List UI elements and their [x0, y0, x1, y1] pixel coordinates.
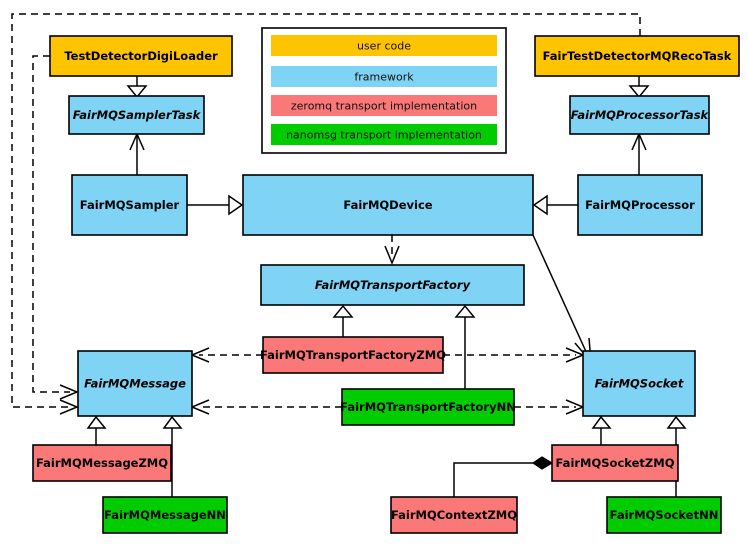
legend-label-user-code: user code: [357, 40, 411, 53]
class-node-FairMQSocketZMQ[interactable]: FairMQSocketZMQ: [551, 444, 679, 482]
class-node-TestDetectorDigiLoader[interactable]: TestDetectorDigiLoader: [49, 35, 233, 77]
class-box-FairMQProcessorTask[interactable]: [569, 95, 710, 135]
legend-swatch-nanomsg: [271, 124, 497, 145]
class-node-FairMQTransportFactory[interactable]: FairMQTransportFactory: [260, 264, 525, 306]
edge-transportfactoryzmq-depends-socket: [443, 347, 585, 363]
class-box-FairMQMessageZMQ[interactable]: [32, 444, 172, 482]
class-node-FairMQTransportFactoryZMQ[interactable]: FairMQTransportFactoryZMQ: [260, 336, 446, 374]
class-box-TestDetectorDigiLoader[interactable]: [49, 35, 233, 77]
class-node-FairMQProcessorTask[interactable]: FairMQProcessorTask: [569, 95, 710, 135]
edge-processor-generalizes-device: [532, 194, 578, 216]
edge-transportfactoryzmq-depends-message: [190, 347, 263, 363]
class-label-FairMQMessage: FairMQMessage: [84, 377, 186, 391]
class-box-FairMQMessage[interactable]: [77, 350, 193, 417]
legend-swatch-zeromq: [271, 95, 497, 116]
legend-item-user-code: user code: [271, 35, 497, 56]
class-label-FairMQMessageNN: FairMQMessageNN: [104, 508, 226, 522]
edge-socketzmq-generalizes-socket: [591, 415, 612, 445]
class-box-FairMQTransportFactory[interactable]: [260, 264, 525, 306]
edge-sampler-generalizes-device: [187, 194, 244, 216]
class-label-FairMQMessageZMQ: FairMQMessageZMQ: [36, 456, 168, 470]
class-label-FairMQProcessorTask: FairMQProcessorTask: [571, 108, 710, 122]
class-label-FairMQTransportFactoryZMQ: FairMQTransportFactoryZMQ: [260, 348, 446, 362]
edge-device-to-socket: [532, 234, 592, 365]
legend-label-zeromq: zeromq transport implementation: [291, 100, 477, 113]
class-label-FairMQTransportFactoryNN: FairMQTransportFactoryNN: [340, 400, 516, 414]
edge-sampler-to-samplertask: [129, 132, 145, 175]
class-node-FairMQSocket[interactable]: FairMQSocket: [582, 350, 696, 417]
class-node-FairMQTransportFactoryNN[interactable]: FairMQTransportFactoryNN: [340, 388, 516, 426]
class-box-FairMQTransportFactoryZMQ[interactable]: [262, 336, 444, 374]
legend-item-zeromq: zeromq transport implementation: [271, 95, 497, 116]
edge-transportfactorynn-generalizes-transportfactory: [454, 304, 476, 389]
class-node-FairMQSamplerTask[interactable]: FairMQSamplerTask: [68, 95, 205, 135]
edge-digiloader-generalizes-samplertask: [126, 76, 148, 99]
class-box-FairMQMessageNN[interactable]: [102, 496, 228, 534]
class-label-FairMQDevice: FairMQDevice: [343, 198, 432, 212]
legend-item-nanomsg: nanomsg transport implementation: [271, 124, 497, 145]
class-box-FairMQProcessor[interactable]: [577, 174, 703, 236]
class-box-FairMQSocketNN[interactable]: [606, 496, 722, 534]
legend-swatch-user-code: [271, 35, 497, 56]
class-node-FairTestDetectorMQRecoTask[interactable]: FairTestDetectorMQRecoTask: [534, 35, 740, 77]
class-node-FairMQSampler[interactable]: FairMQSampler: [71, 174, 188, 236]
class-label-FairMQSocketZMQ: FairMQSocketZMQ: [556, 456, 675, 470]
class-label-FairMQProcessor: FairMQProcessor: [585, 198, 695, 212]
edge-transportfactoryzmq-generalizes-transportfactory: [332, 304, 354, 337]
class-box-FairMQSamplerTask[interactable]: [68, 95, 205, 135]
class-box-FairMQContextZMQ[interactable]: [390, 496, 518, 534]
class-box-FairMQTransportFactoryNN[interactable]: [341, 388, 515, 426]
class-node-FairMQContextZMQ[interactable]: FairMQContextZMQ: [390, 496, 518, 534]
legend-label-framework: framework: [354, 71, 414, 84]
legend-label-nanomsg: nanomsg transport implementation: [286, 129, 482, 142]
class-label-FairMQSamplerTask: FairMQSamplerTask: [73, 108, 202, 122]
class-box-FairMQSocket[interactable]: [582, 350, 696, 417]
edge-contextzmq-composes-socketzmq: [453, 456, 554, 497]
class-label-FairMQContextZMQ: FairMQContextZMQ: [391, 508, 517, 522]
legend: user code framework zeromq transport imp…: [261, 27, 507, 154]
legend-item-framework: framework: [271, 66, 497, 87]
class-node-FairMQSocketNN[interactable]: FairMQSocketNN: [606, 496, 722, 534]
edge-messagezmq-generalizes-message: [86, 415, 107, 445]
edge-transportfactorynn-depends-socket: [514, 399, 585, 415]
class-box-FairMQSocketZMQ[interactable]: [551, 444, 679, 482]
class-box-FairMQDevice[interactable]: [242, 174, 534, 236]
class-label-FairMQSampler: FairMQSampler: [80, 198, 180, 212]
edge-device-depends-transportfactory: [384, 235, 400, 265]
edge-transportfactorynn-depends-message: [190, 399, 342, 415]
class-label-FairMQSocketNN: FairMQSocketNN: [610, 508, 719, 522]
class-node-FairMQProcessor[interactable]: FairMQProcessor: [577, 174, 703, 236]
edge-recotask-generalizes-processortask: [628, 76, 650, 99]
edge-recotask-to-message: [11, 13, 641, 415]
edge-layer: [11, 13, 687, 497]
class-node-FairMQMessageNN[interactable]: FairMQMessageNN: [102, 496, 228, 534]
class-label-FairTestDetectorMQRecoTask: FairTestDetectorMQRecoTask: [543, 49, 732, 63]
class-node-FairMQMessage[interactable]: FairMQMessage: [77, 350, 193, 417]
class-node-FairMQDevice[interactable]: FairMQDevice: [242, 174, 534, 236]
legend-swatch-framework: [271, 66, 497, 87]
node-layer: TestDetectorDigiLoader FairTestDetectorMQ…: [32, 35, 740, 534]
edge-processor-to-processortask: [631, 132, 647, 175]
class-label-FairMQTransportFactory: FairMQTransportFactory: [315, 278, 471, 292]
edge-messagenn-generalizes-message: [162, 415, 183, 497]
class-label-TestDetectorDigiLoader: TestDetectorDigiLoader: [64, 49, 218, 63]
class-box-FairTestDetectorMQRecoTask[interactable]: [534, 35, 740, 77]
class-node-FairMQMessageZMQ[interactable]: FairMQMessageZMQ: [32, 444, 172, 482]
edge-digiloader-to-message: [32, 55, 79, 400]
class-label-FairMQSocket: FairMQSocket: [595, 377, 684, 391]
class-box-FairMQSampler[interactable]: [71, 174, 188, 236]
